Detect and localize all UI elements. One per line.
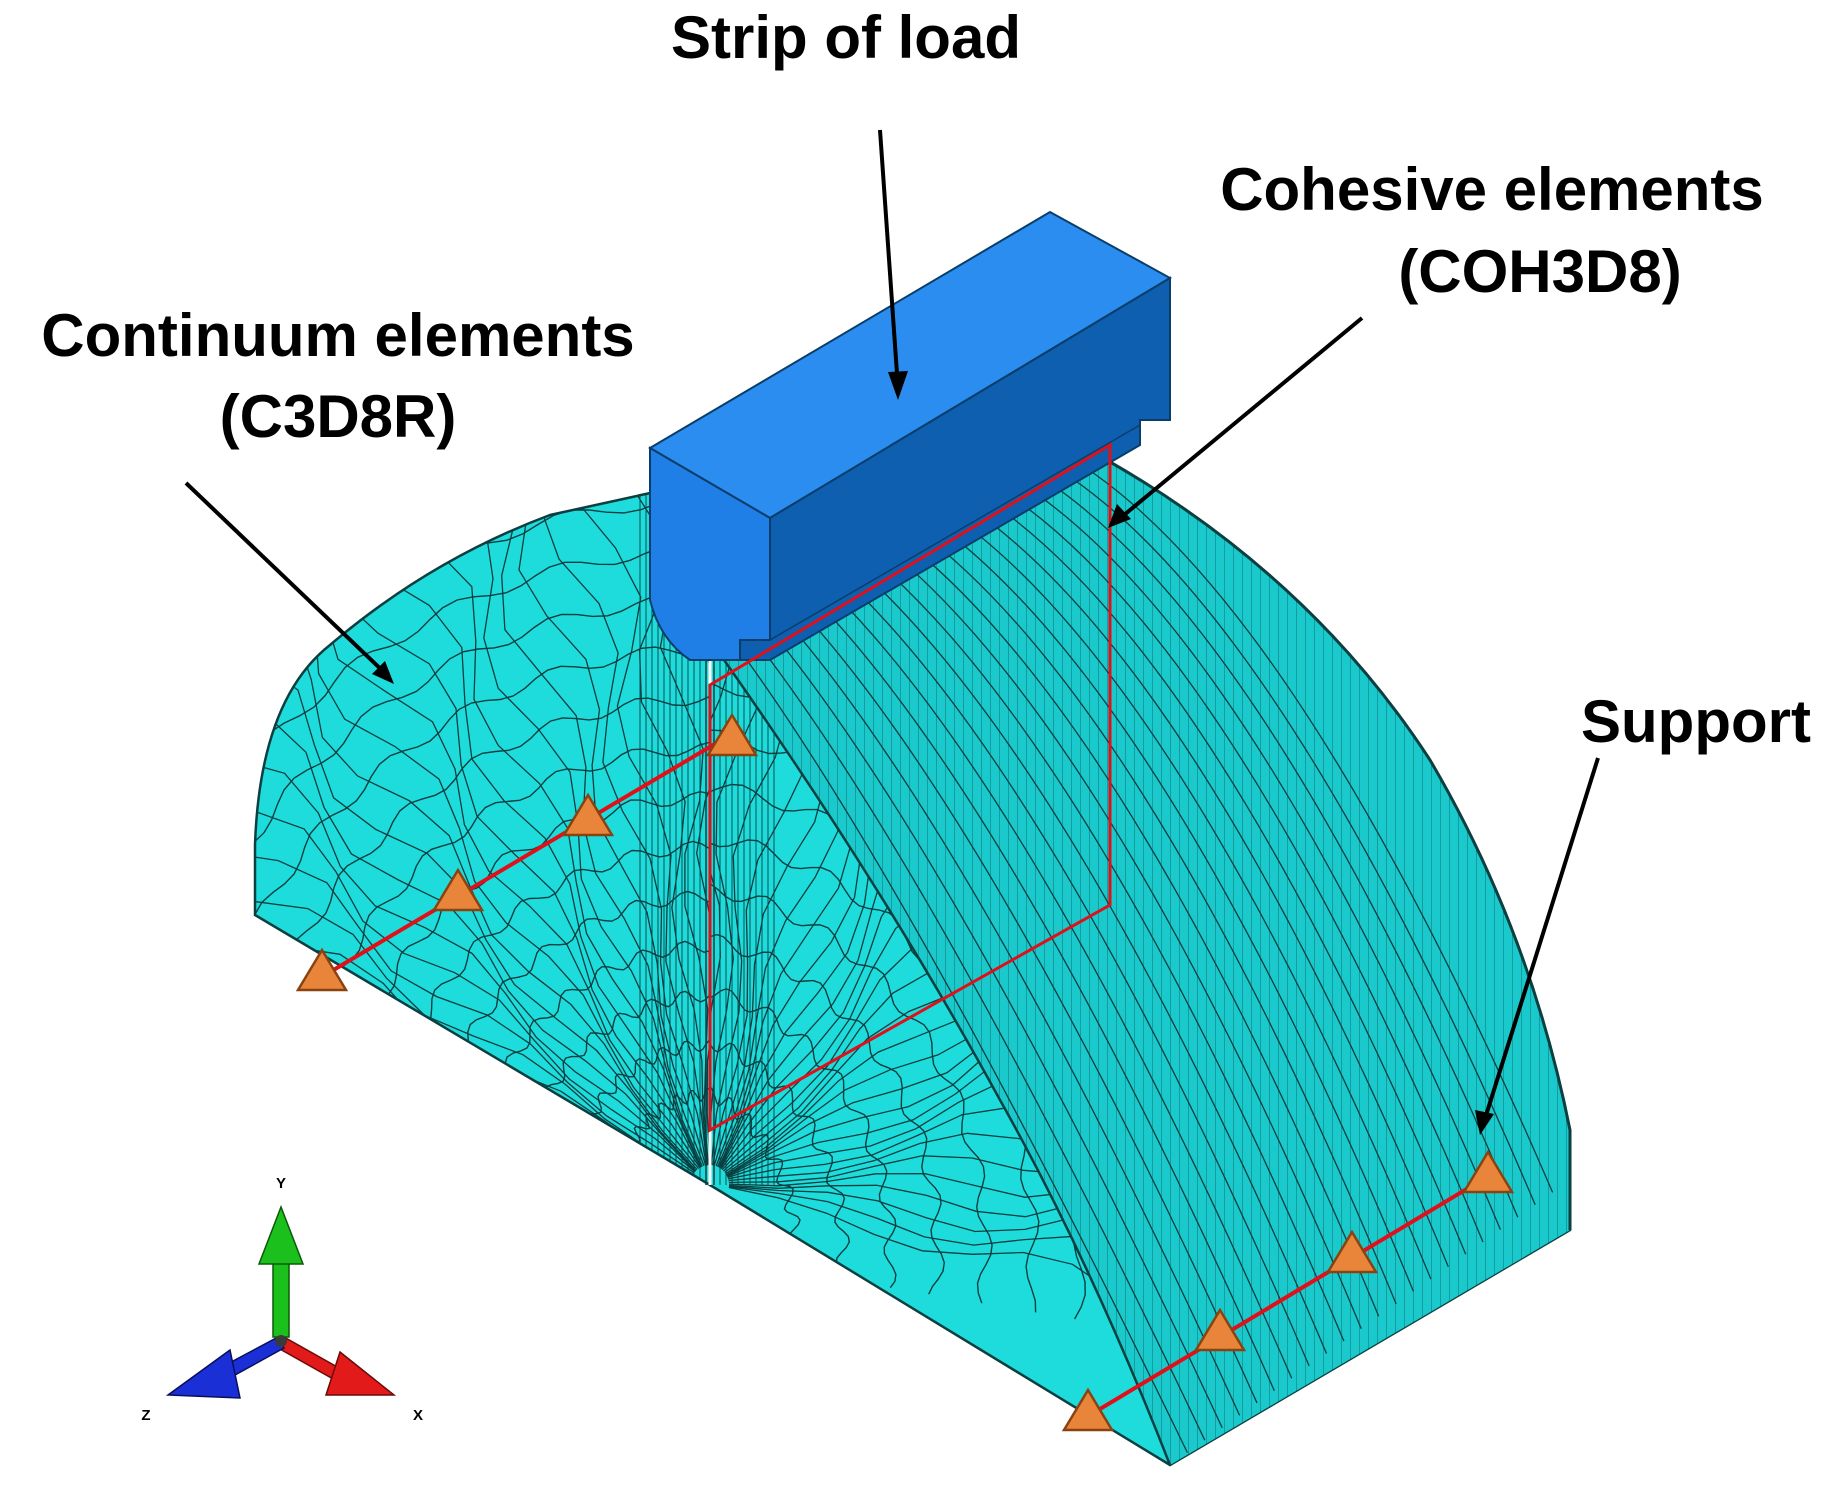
axis-z-icon	[165, 1335, 286, 1399]
arrow-pointer-icon	[888, 371, 908, 400]
label-cohesive-elements: Cohesive elements	[1220, 156, 1764, 223]
load-strip-block	[648, 210, 1173, 661]
load-block-side	[739, 276, 1171, 661]
label-continuum-type: (C3D8R)	[220, 383, 457, 450]
annotation-labels: Strip of load Cohesive elements (COH3D8)…	[41, 4, 1811, 755]
arrow-pointer-icon	[184, 481, 390, 678]
label-continuum-elements: Continuum elements	[41, 302, 634, 369]
support-line-left	[318, 733, 732, 980]
cohesive-plane-outline	[708, 442, 1112, 1133]
triangle-support-icon	[1461, 1149, 1515, 1194]
axis-triad: Y Z X	[141, 1175, 423, 1424]
support-markers	[295, 712, 1515, 1432]
arrow-pointer-icon	[1481, 757, 1600, 1126]
curved-surface-mesh	[725, 448, 1554, 1453]
label-cohesive-type: (COH3D8)	[1398, 238, 1681, 305]
support-line-right	[1083, 1170, 1497, 1420]
arrow-pointer-icon	[1475, 1110, 1494, 1135]
label-strip-of-load: Strip of load	[671, 4, 1021, 71]
triangle-support-icon	[705, 712, 759, 757]
arrow-pointer-icon	[1108, 504, 1131, 528]
triangle-support-icon	[1061, 1387, 1115, 1432]
triangle-support-icon	[1193, 1307, 1247, 1352]
arrow-pointer-icon	[1116, 316, 1364, 522]
axis-x-icon	[276, 1335, 397, 1396]
triangle-support-icon	[295, 947, 349, 992]
label-support: Support	[1581, 688, 1811, 755]
triangle-support-icon	[561, 792, 615, 837]
axis-y-label: Y	[276, 1175, 286, 1192]
arrow-pointer-icon	[878, 129, 900, 389]
support-lines	[318, 733, 1497, 1420]
body-front-face	[253, 478, 712, 1188]
axis-z-label: Z	[141, 1407, 150, 1424]
axis-y-icon	[257, 1204, 305, 1338]
arrow-pointer-icon	[372, 661, 394, 684]
triangle-support-icon	[1325, 1229, 1379, 1274]
triangle-support-icon	[431, 867, 485, 912]
axis-x-label: X	[413, 1407, 423, 1424]
annotation-arrows	[184, 129, 1600, 1135]
